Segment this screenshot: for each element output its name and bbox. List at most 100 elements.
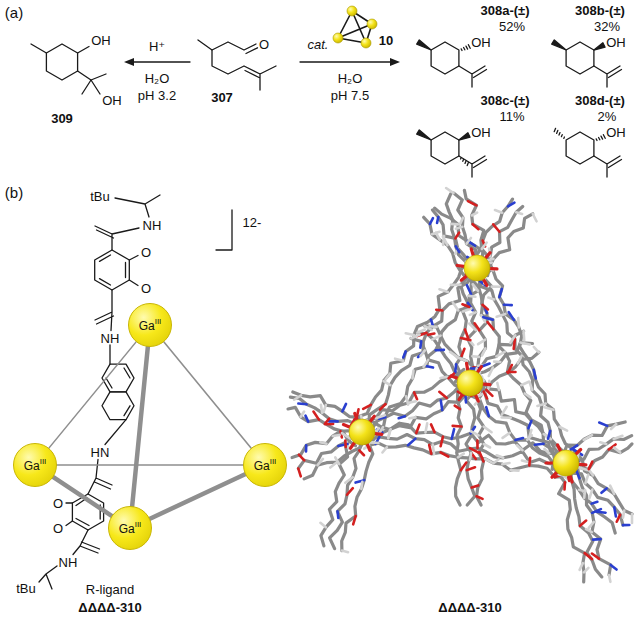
atom-stick: [503, 433, 510, 438]
atom-stick: [298, 469, 300, 477]
atom-stick: [458, 357, 467, 360]
atom-stick: [424, 360, 429, 367]
atom-stick: [409, 401, 416, 402]
atom-stick: [395, 359, 403, 361]
atom-stick: [330, 462, 337, 467]
atom-stick: [464, 395, 467, 402]
atom-stick: [563, 482, 566, 489]
bond-sticks: [446, 194, 469, 270]
atom-stick: [321, 405, 322, 413]
atom-stick: [382, 447, 386, 452]
atom-stick: [414, 392, 417, 399]
atom-stick: [443, 237, 448, 245]
atom-stick: [509, 312, 514, 320]
atom-stick: [453, 302, 458, 310]
atom-stick: [430, 218, 433, 224]
atom-stick: [458, 454, 464, 458]
atom-stick: [299, 455, 304, 461]
group-label: tBu: [16, 582, 36, 595]
atom-stick: [345, 477, 352, 483]
atom-stick: [527, 435, 532, 440]
bond-sticks: [456, 383, 462, 505]
atom-stick: [497, 314, 506, 317]
compound-number: 308d-(±): [575, 94, 625, 107]
atom-stick: [520, 343, 529, 345]
arrow-head: [124, 58, 134, 66]
reagent-label: H₂O: [145, 72, 170, 85]
atom-stick: [336, 511, 339, 518]
caption-label: R-ligand: [86, 583, 134, 596]
atom-stick: [353, 516, 355, 524]
atom-stick: [617, 515, 620, 522]
atom-label: OH: [91, 34, 111, 47]
atom-stick: [424, 326, 431, 330]
atom-label: OH: [606, 36, 626, 49]
atom-stick: [462, 304, 469, 307]
atom-stick: [488, 298, 494, 300]
atom-stick: [472, 213, 477, 216]
atom-stick: [535, 442, 544, 446]
atom-stick: [493, 459, 498, 463]
atom-stick: [611, 565, 617, 570]
atom-stick: [482, 305, 487, 310]
atom-label: OH: [102, 94, 122, 107]
atom-stick: [580, 521, 586, 526]
bond-sticks: [356, 264, 471, 428]
atom-stick: [544, 449, 549, 454]
atom-stick: [533, 214, 537, 222]
ligand-drawing: [39, 195, 232, 589]
atom-label: O: [141, 246, 151, 259]
atom-stick: [436, 308, 442, 311]
atom-stick: [493, 224, 499, 231]
atom-stick: [342, 433, 350, 438]
atom-stick: [344, 441, 347, 447]
atom-stick: [611, 424, 616, 429]
atom-stick: [441, 437, 443, 447]
atom-stick: [510, 335, 515, 343]
atom-stick: [592, 509, 601, 513]
atom-stick: [614, 507, 616, 516]
atom-stick: [521, 382, 529, 385]
atom-stick: [497, 455, 504, 458]
atom-label: NH: [59, 556, 78, 569]
atom-stick: [489, 367, 493, 375]
atom-stick: [548, 431, 550, 439]
metal-label: GaIII: [254, 456, 277, 474]
atom-stick: [592, 502, 598, 504]
atom-stick: [455, 233, 459, 239]
atom-stick: [585, 553, 592, 559]
atom-stick: [528, 458, 531, 466]
condition-label: pH 3.2: [138, 89, 176, 102]
atom-label: NH: [101, 332, 120, 345]
atom-label: O: [53, 497, 63, 510]
atom-stick: [473, 224, 479, 229]
atom-stick: [335, 457, 339, 464]
atom-stick: [320, 523, 325, 528]
compound-number: 307: [211, 91, 233, 104]
yield-label: 52%: [499, 20, 525, 33]
atom-label: OH: [471, 126, 491, 139]
gallium-sphere: GaIII: [108, 506, 152, 550]
compound-309: [31, 44, 106, 94]
atom-stick: [534, 347, 539, 352]
atom-stick: [559, 427, 567, 431]
atom-stick: [294, 395, 301, 399]
atom-stick: [528, 421, 531, 428]
atom-stick: [399, 416, 405, 418]
atom-stick: [324, 405, 326, 412]
oxidation-state: III: [270, 457, 277, 466]
atom-stick: [631, 514, 634, 523]
atom-stick: [504, 304, 512, 307]
atom-stick: [470, 453, 471, 460]
atom-stick: [583, 490, 587, 498]
atom-stick: [301, 412, 304, 417]
metal-label: GaIII: [139, 316, 162, 334]
atom-stick: [305, 416, 308, 422]
atom-stick: [600, 442, 606, 444]
charge-bracket: [216, 210, 232, 250]
gallium-sphere: GaIII: [128, 303, 172, 347]
atom-stick: [313, 412, 318, 420]
atom-stick: [432, 232, 440, 234]
bond-sticks: [572, 444, 633, 474]
atom-stick: [484, 427, 492, 433]
